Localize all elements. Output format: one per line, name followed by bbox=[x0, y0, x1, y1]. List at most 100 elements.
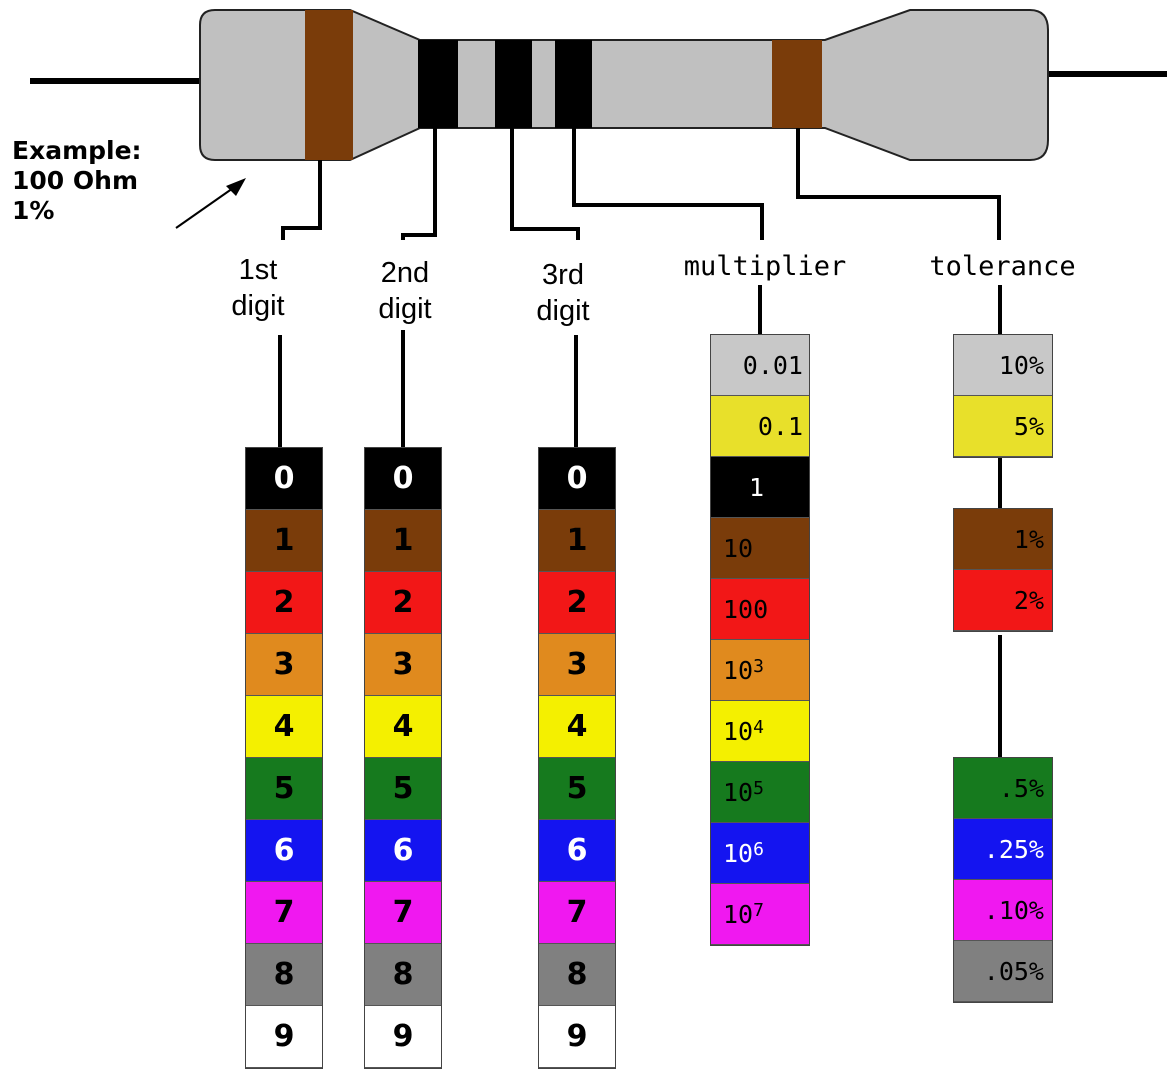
first-digit-label: 1st digit bbox=[218, 252, 298, 325]
band-5-leader bbox=[796, 128, 1001, 240]
digit-cell-grey: 8 bbox=[539, 944, 615, 1006]
multiplier-base: 10 bbox=[723, 533, 754, 563]
multiplier-base: 10 bbox=[723, 655, 754, 685]
digit-cell-red: 2 bbox=[539, 572, 615, 634]
multiplier-base: 1 bbox=[749, 472, 765, 502]
digit-cell-brown: 1 bbox=[246, 510, 322, 572]
digit-cell-orange: 3 bbox=[365, 634, 441, 696]
digit-cell-violet: 7 bbox=[246, 882, 322, 944]
band-3-leader bbox=[510, 128, 580, 240]
digit-cell-white: 9 bbox=[246, 1006, 322, 1068]
resistor-band-4 bbox=[555, 40, 592, 128]
band-1-leader bbox=[281, 160, 322, 240]
digit-cell-orange: 3 bbox=[539, 634, 615, 696]
digit-cell-blue: 6 bbox=[539, 820, 615, 882]
example-title: Example: bbox=[12, 136, 142, 165]
second-digit-label-line2: digit bbox=[378, 293, 432, 326]
second-digit-label-line1: 2nd bbox=[380, 257, 430, 289]
multiplier-base: 0.1 bbox=[757, 411, 803, 441]
multiplier-base: 10 bbox=[723, 899, 754, 929]
multiplier-base: 10 bbox=[723, 716, 754, 746]
multiplier-cell-black: 1 bbox=[711, 457, 809, 518]
multiplier-exponent: 4 bbox=[753, 716, 764, 738]
digit-cell-yellow: 4 bbox=[365, 696, 441, 758]
example-arrow-line bbox=[175, 185, 237, 229]
digit-cell-grey: 8 bbox=[365, 944, 441, 1006]
digit-cell-violet: 7 bbox=[365, 882, 441, 944]
digit-cell-black: 0 bbox=[246, 448, 322, 510]
digit-cell-red: 2 bbox=[246, 572, 322, 634]
tolerance-column-silver-gold: 10%5% bbox=[953, 334, 1053, 458]
tolerance-column-precision: .5%.25%.10%.05% bbox=[953, 757, 1053, 1003]
resistor-band-3 bbox=[495, 40, 532, 128]
digit-cell-violet: 7 bbox=[539, 882, 615, 944]
example-arrow-head bbox=[226, 178, 246, 196]
multiplier-cell-brown: 10 bbox=[711, 518, 809, 579]
example-value: 100 Ohm bbox=[12, 166, 138, 195]
band-4-leader bbox=[572, 128, 764, 240]
tolerance-cell-silver: 10% bbox=[954, 335, 1052, 396]
tolerance-column-brown-red: 1%2% bbox=[953, 508, 1053, 632]
first-digit-label-line2: digit bbox=[231, 290, 285, 323]
digit-cell-brown: 1 bbox=[365, 510, 441, 572]
second-digit-label: 2nd digit bbox=[365, 255, 445, 328]
example-note: Example: 100 Ohm 1% bbox=[12, 136, 142, 226]
digit-cell-blue: 6 bbox=[365, 820, 441, 882]
tolerance-cell-blue: .25% bbox=[954, 819, 1052, 880]
tolerance-cell-red: 2% bbox=[954, 570, 1052, 631]
digit-cell-green: 5 bbox=[246, 758, 322, 820]
multiplier-base: 10 bbox=[723, 838, 754, 868]
multiplier-cell-silver: 0.01 bbox=[711, 335, 809, 396]
digit-cell-brown: 1 bbox=[539, 510, 615, 572]
multiplier-base: 0.01 bbox=[742, 350, 803, 380]
multiplier-cell-red: 100 bbox=[711, 579, 809, 640]
third-digit-label-line1: 3rd bbox=[542, 259, 584, 291]
tolerance-label: tolerance bbox=[929, 251, 1076, 282]
multiplier-cell-gold: 0.1 bbox=[711, 396, 809, 457]
digit-cell-white: 9 bbox=[539, 1006, 615, 1068]
digit-cell-red: 2 bbox=[365, 572, 441, 634]
multiplier-base: 10 bbox=[723, 777, 754, 807]
multiplier-exponent: 5 bbox=[753, 777, 764, 799]
digit-cell-grey: 8 bbox=[246, 944, 322, 1006]
digit-cell-blue: 6 bbox=[246, 820, 322, 882]
band-2-leader bbox=[401, 128, 437, 240]
multiplier-exponent: 6 bbox=[753, 838, 764, 860]
multiplier-label: multiplier bbox=[683, 251, 847, 282]
resistor-illustration bbox=[30, 9, 1167, 240]
tolerance-cell-green: .5% bbox=[954, 758, 1052, 819]
digit-cell-green: 5 bbox=[365, 758, 441, 820]
tolerance-cell-violet: .10% bbox=[954, 880, 1052, 941]
resistor-band-5 bbox=[772, 40, 822, 128]
resistor-band-2 bbox=[418, 40, 458, 128]
digit-cell-yellow: 4 bbox=[539, 696, 615, 758]
multiplier-exponent: 7 bbox=[753, 899, 764, 921]
resistor-body bbox=[199, 9, 1049, 161]
digit-cell-green: 5 bbox=[539, 758, 615, 820]
example-tolerance: 1% bbox=[12, 196, 55, 225]
tolerance-cell-grey: .05% bbox=[954, 941, 1052, 1002]
resistor-band-1 bbox=[305, 10, 353, 160]
digit-cell-orange: 3 bbox=[246, 634, 322, 696]
first-digit-label-line1: 1st bbox=[238, 254, 278, 286]
third-digit-label: 3rd digit bbox=[523, 257, 603, 330]
digit-cell-black: 0 bbox=[365, 448, 441, 510]
digit-cell-black: 0 bbox=[539, 448, 615, 510]
multiplier-exponent: 3 bbox=[753, 655, 764, 677]
digit-cell-white: 9 bbox=[365, 1006, 441, 1068]
third-digit-label-line2: digit bbox=[536, 295, 590, 328]
multiplier-base: 100 bbox=[723, 594, 769, 624]
digit-cell-yellow: 4 bbox=[246, 696, 322, 758]
tolerance-cell-gold: 5% bbox=[954, 396, 1052, 457]
tolerance-cell-brown: 1% bbox=[954, 509, 1052, 570]
